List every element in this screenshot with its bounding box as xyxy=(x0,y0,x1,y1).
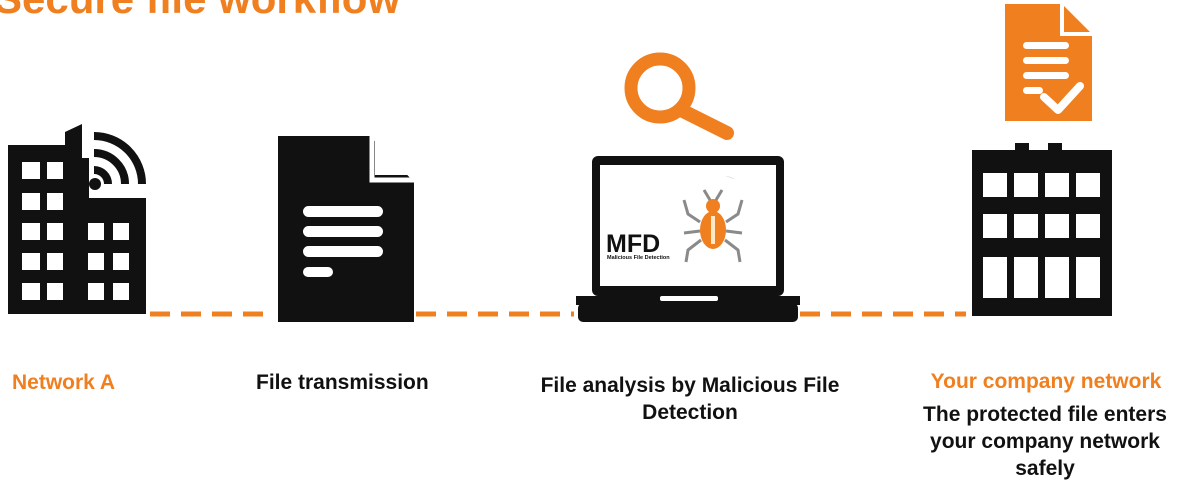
building-icon xyxy=(972,143,1112,316)
bug-icon xyxy=(682,189,744,263)
magnifier-icon xyxy=(624,52,734,140)
laptop-icon xyxy=(576,156,800,322)
protected-file-icon xyxy=(1005,4,1092,121)
step-network-a-label: Network A xyxy=(12,371,116,394)
mfd-logo: MFD Malicious File Detection xyxy=(606,174,764,273)
document-icon xyxy=(278,136,414,322)
step-company-network-label: Your company network xyxy=(930,370,1162,393)
step-company-network-description: The protected file enters your company n… xyxy=(923,403,1167,480)
building-wifi-icon xyxy=(8,124,146,314)
mfd-subtitle: Malicious File Detection xyxy=(607,255,670,261)
page-title: Secure file workflow xyxy=(0,0,400,20)
step-file-transmission-label: File transmission xyxy=(256,371,429,394)
mfd-acronym: MFD xyxy=(606,230,660,258)
wifi-icon xyxy=(93,132,146,185)
step-file-analysis-label: File analysis by Malicious File Detectio… xyxy=(540,374,840,424)
